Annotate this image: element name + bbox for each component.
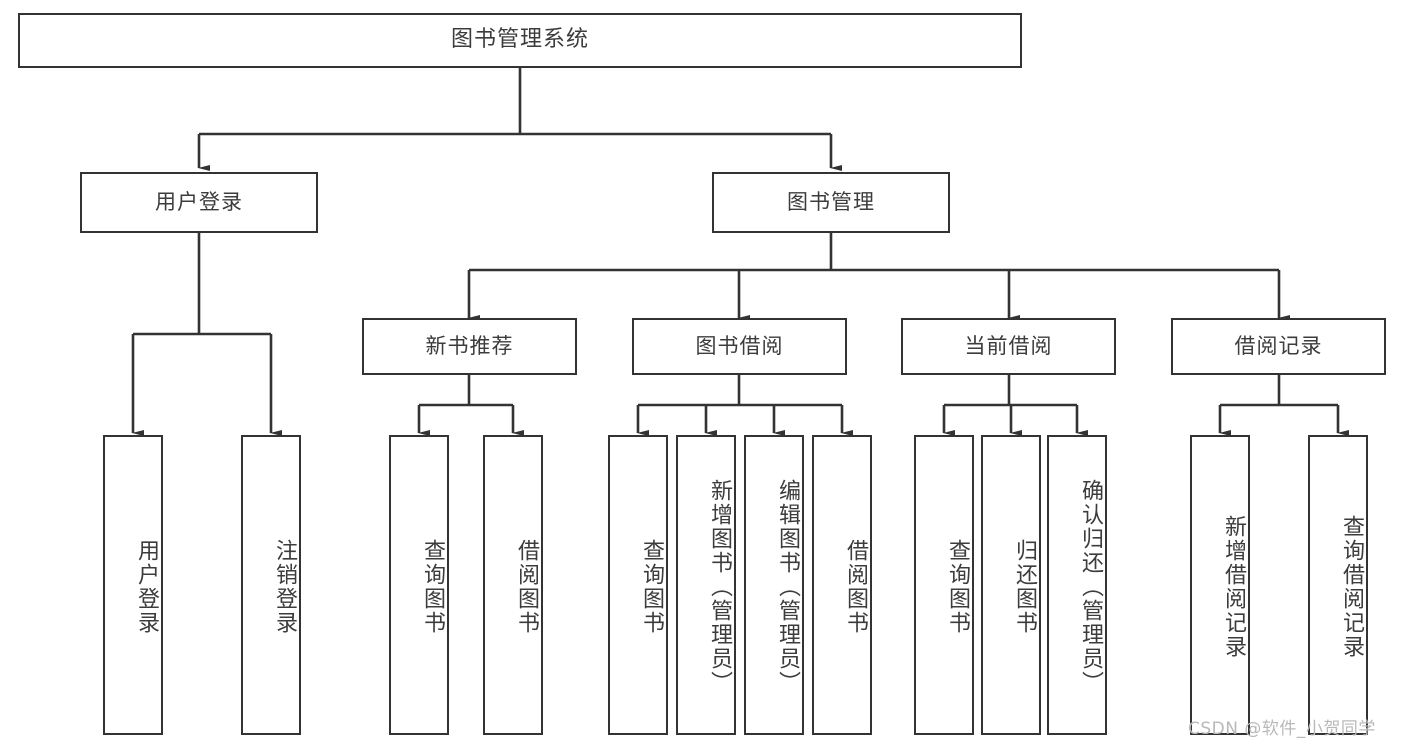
- node-label: 借阅图书: [514, 539, 539, 635]
- node-label: 图书管理: [787, 189, 875, 214]
- node-new-book-recommend[interactable]: 新书推荐: [362, 318, 577, 375]
- leaf-edit-book-admin[interactable]: 编辑图书（管理员）: [744, 435, 804, 735]
- leaf-query-book-recommend[interactable]: 查询图书: [389, 435, 449, 735]
- node-book-management[interactable]: 图书管理: [712, 172, 950, 233]
- node-label: 新增借阅记录: [1221, 515, 1246, 659]
- node-label: 查询借阅记录: [1339, 515, 1364, 659]
- leaf-add-borrow-record[interactable]: 新增借阅记录: [1190, 435, 1250, 735]
- node-label: 查询图书: [945, 539, 970, 635]
- node-label: 图书借阅: [695, 333, 784, 358]
- leaf-query-book-borrow[interactable]: 查询图书: [608, 435, 668, 735]
- node-book-borrow[interactable]: 图书借阅: [632, 318, 847, 375]
- leaf-logout[interactable]: 注销登录: [241, 435, 301, 735]
- leaf-user-login[interactable]: 用户登录: [103, 435, 163, 735]
- node-current-borrow[interactable]: 当前借阅: [901, 318, 1116, 375]
- node-label: 查询图书: [639, 539, 664, 635]
- leaf-return-book[interactable]: 归还图书: [981, 435, 1041, 735]
- node-label: 图书管理系统: [450, 27, 589, 53]
- leaf-query-book-current[interactable]: 查询图书: [914, 435, 974, 735]
- node-label: 归还图书: [1012, 539, 1037, 635]
- node-label: 当前借阅: [964, 333, 1053, 358]
- csdn-watermark: CSDN @软件_小贺同学: [1188, 719, 1376, 739]
- leaf-add-book-admin[interactable]: 新增图书（管理员）: [676, 435, 736, 735]
- node-label: 注销登录: [272, 539, 297, 635]
- leaf-borrow-book-recommend[interactable]: 借阅图书: [483, 435, 543, 735]
- node-label: 借阅图书: [843, 539, 868, 635]
- leaf-query-borrow-record[interactable]: 查询借阅记录: [1308, 435, 1368, 735]
- node-label: 用户登录: [134, 539, 159, 635]
- node-root-system[interactable]: 图书管理系统: [18, 13, 1022, 68]
- node-label: 用户登录: [155, 189, 243, 214]
- node-user-login[interactable]: 用户登录: [80, 172, 318, 233]
- node-label: 新书推荐: [425, 333, 514, 358]
- node-label: 确认归还（管理员）: [1078, 479, 1103, 695]
- node-label: 编辑图书（管理员）: [775, 479, 800, 695]
- node-borrow-record[interactable]: 借阅记录: [1171, 318, 1386, 375]
- leaf-borrow-book[interactable]: 借阅图书: [812, 435, 872, 735]
- node-label: 查询图书: [420, 539, 445, 635]
- node-label: 借阅记录: [1234, 333, 1323, 358]
- leaf-confirm-return-admin[interactable]: 确认归还（管理员）: [1047, 435, 1107, 735]
- node-label: 新增图书（管理员）: [707, 479, 732, 695]
